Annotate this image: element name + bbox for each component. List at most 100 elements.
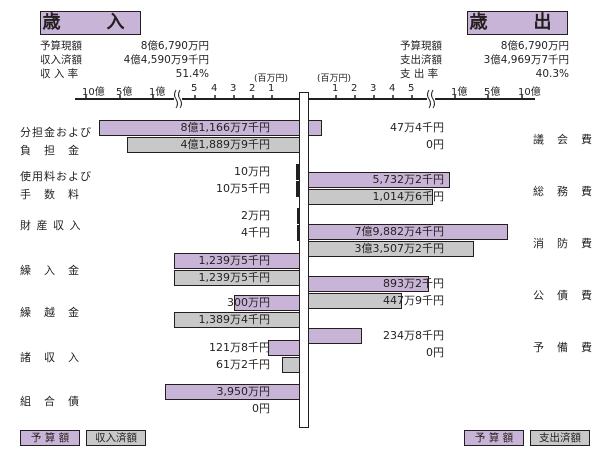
axis-tick-label: 4 bbox=[389, 83, 396, 94]
expenditure-actual-label: 447万9千円 bbox=[383, 294, 444, 307]
axis-tick-label: 5 bbox=[408, 83, 415, 94]
expenditure-actual-bar bbox=[309, 189, 434, 205]
revenue-budget-label: 1,239万5千円 bbox=[198, 254, 271, 267]
revenue-actual-bar bbox=[297, 225, 299, 241]
expenditure-category-label: 公 債 費 bbox=[533, 289, 593, 302]
revenue-title: 歳 入 bbox=[40, 11, 141, 35]
revenue-budget-label: 10万円 bbox=[234, 165, 270, 178]
expenditure-budget-bar bbox=[309, 224, 509, 240]
revenue-actual-label: 0円 bbox=[252, 402, 270, 415]
revenue-budget-bar bbox=[297, 208, 299, 224]
revenue-budget-label: 2万円 bbox=[241, 209, 270, 222]
revenue-actual-bar bbox=[173, 312, 299, 328]
expenditure-budget-label: 893万2千円 bbox=[383, 277, 444, 290]
summary-value: 8億6,790万円 bbox=[140, 40, 209, 52]
axis-tick-label: 1 bbox=[332, 83, 339, 94]
revenue-actual-label: 4千円 bbox=[241, 226, 270, 239]
revenue-category-label: 組 合 債 bbox=[20, 395, 80, 408]
axis-tick-label: 1億 bbox=[451, 87, 468, 98]
summary-value: 4億4,590万9千円 bbox=[123, 54, 209, 66]
axis-tick-label: 5億 bbox=[116, 87, 133, 98]
expenditure-actual-bar bbox=[309, 293, 403, 309]
revenue-category-label: 分担金および bbox=[20, 126, 92, 139]
revenue-actual-label: 1,239万5千円 bbox=[198, 271, 271, 284]
axis-tick-label: 3 bbox=[370, 83, 377, 94]
axis-tick-label: 10億 bbox=[518, 87, 541, 98]
axis-tick-label: 4 bbox=[211, 83, 218, 94]
summary-label: 支出済額 bbox=[400, 54, 442, 66]
axis-tick-label: 3 bbox=[230, 83, 237, 94]
summary-label: 支 出 率 bbox=[400, 68, 439, 80]
revenue-category-label: 繰 入 金 bbox=[20, 264, 80, 277]
axis-break-right bbox=[427, 89, 435, 109]
expenditure-actual-label: 1,014万6千円 bbox=[372, 190, 445, 203]
revenue-category-label: 使用料および bbox=[20, 170, 92, 183]
revenue-category-label: 手 数 料 bbox=[20, 188, 80, 201]
revenue-actual-bar bbox=[126, 137, 299, 153]
expenditure-budget-label: 234万8千円 bbox=[383, 329, 444, 342]
summary-label: 予算現額 bbox=[40, 40, 82, 52]
axis-break-left bbox=[174, 89, 182, 109]
expenditure-category-label: 予 備 費 bbox=[533, 341, 593, 354]
axis-tick-label: 5 bbox=[191, 83, 198, 94]
axis-unit-left: (百万円) bbox=[254, 74, 289, 84]
expenditure-budget-bar bbox=[309, 328, 362, 344]
revenue-budget-label: 8億1,166万7千円 bbox=[180, 121, 271, 134]
revenue-actual-label: 61万2千円 bbox=[216, 358, 270, 371]
expenditure-budget-bar bbox=[309, 172, 451, 188]
expenditure-budget-label: 7億9,882万4千円 bbox=[354, 225, 445, 238]
expenditure-category-label: 消 防 費 bbox=[533, 237, 593, 250]
revenue-actual-label: 10万5千円 bbox=[216, 182, 270, 195]
revenue-category-label: 繰 越 金 bbox=[20, 306, 80, 319]
revenue-actual-label: 4億1,889万9千円 bbox=[180, 138, 271, 151]
expenditure-title: 歳 出 bbox=[467, 11, 568, 35]
revenue-budget-label: 300万円 bbox=[227, 296, 270, 309]
axis-unit-right: (百万円) bbox=[317, 74, 352, 84]
revenue-budget-bar bbox=[174, 253, 299, 269]
summary-label: 収入済額 bbox=[40, 54, 82, 66]
expenditure-actual-label: 3億3,507万2千円 bbox=[354, 242, 445, 255]
revenue-budget-bar bbox=[234, 295, 299, 311]
revenue-budget-bar bbox=[267, 340, 299, 356]
revenue-category-label: 負 担 金 bbox=[20, 144, 80, 157]
expenditure-actual-label: 0円 bbox=[426, 138, 444, 151]
expenditure-category-label: 総 務 費 bbox=[533, 185, 593, 198]
axis-tick-label: 10億 bbox=[82, 87, 105, 98]
expenditure-budget-bar bbox=[309, 120, 322, 136]
revenue-actual-bar bbox=[296, 181, 299, 197]
axis-tick-label: 1 bbox=[268, 83, 275, 94]
revenue-summary: 予算現額 収入済額 収 入 率 bbox=[40, 39, 82, 81]
axis-tick-label: 2 bbox=[249, 83, 256, 94]
revenue-budget-bar bbox=[165, 384, 299, 400]
revenue-actual-bar bbox=[174, 270, 299, 286]
summary-value: 8億6,790万円 bbox=[500, 40, 569, 52]
expenditure-actual-label: 0円 bbox=[426, 346, 444, 359]
axis-tick-label: 5億 bbox=[484, 87, 501, 98]
legend-budget-left: 予 算 額 bbox=[20, 430, 80, 446]
expenditure-budget-label: 5,732万2千円 bbox=[372, 173, 445, 186]
axis-tick-label: 2 bbox=[351, 83, 358, 94]
summary-label: 予算現額 bbox=[400, 40, 442, 52]
expenditure-summary: 予算現額 支出済額 支 出 率 bbox=[400, 39, 442, 81]
summary-value: 51.4% bbox=[175, 68, 209, 80]
revenue-actual-label: 1,389万4千円 bbox=[198, 313, 271, 326]
expenditure-category-label: 議 会 費 bbox=[533, 133, 593, 146]
expenditure-budget-bar bbox=[309, 276, 429, 292]
revenue-category-label: 諸 収 入 bbox=[20, 351, 80, 364]
legend-actual-left: 収入済額 bbox=[86, 430, 146, 446]
expenditure-summary-values: 8億6,790万円 3億4,969万7千円 40.3% bbox=[450, 39, 569, 81]
legend-budget-right: 予 算 額 bbox=[464, 430, 524, 446]
revenue-budget-bar bbox=[98, 120, 299, 136]
center-band bbox=[299, 92, 309, 428]
revenue-category-label: 財 産 収 入 bbox=[20, 219, 82, 232]
revenue-summary-values: 8億6,790万円 4億4,590万9千円 51.4% bbox=[100, 39, 209, 81]
revenue-actual-bar bbox=[282, 357, 299, 373]
expenditure-actual-bar bbox=[309, 241, 475, 257]
axis-tick-label: 1億 bbox=[149, 87, 166, 98]
revenue-budget-label: 121万8千円 bbox=[209, 341, 270, 354]
revenue-budget-label: 3,950万円 bbox=[216, 385, 271, 398]
summary-value: 3億4,969万7千円 bbox=[483, 54, 569, 66]
legend-actual-right: 支出済額 bbox=[530, 430, 590, 446]
